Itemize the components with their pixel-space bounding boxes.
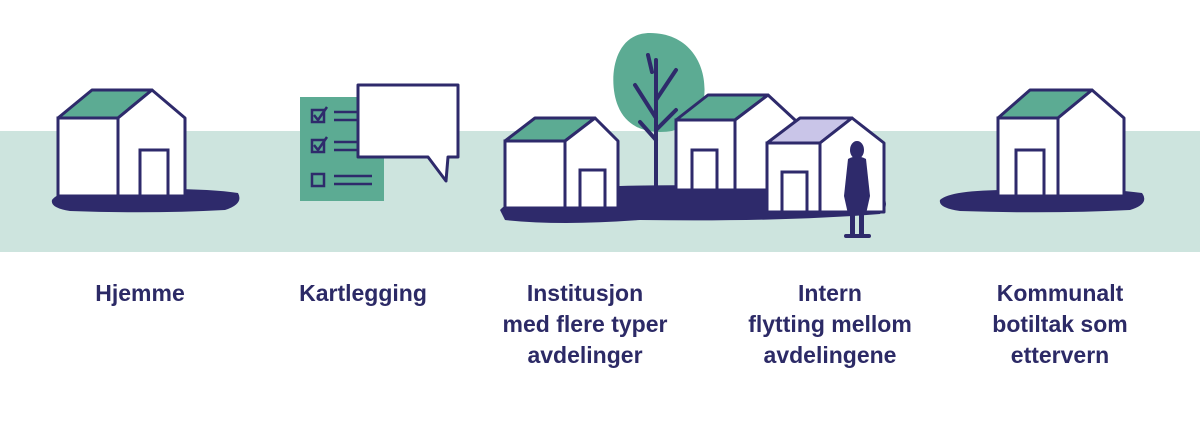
step-label-institusjon: Institusjon med flere typer avdelinger [502,280,668,368]
house-icon [939,88,1145,213]
person-silhouette-icon [765,116,886,238]
house-icon [51,88,240,213]
step-label-hjemme: Hjemme [95,280,185,306]
step-label-kartlegging: Kartlegging [299,280,427,306]
step-label-intern-flytting: Intern flytting mellom avdelingene [748,280,912,368]
step-label-kommunalt-botiltak: Kommunalt botiltak som ettervern [992,280,1128,368]
checklist-speech-bubble-icon [300,83,460,201]
